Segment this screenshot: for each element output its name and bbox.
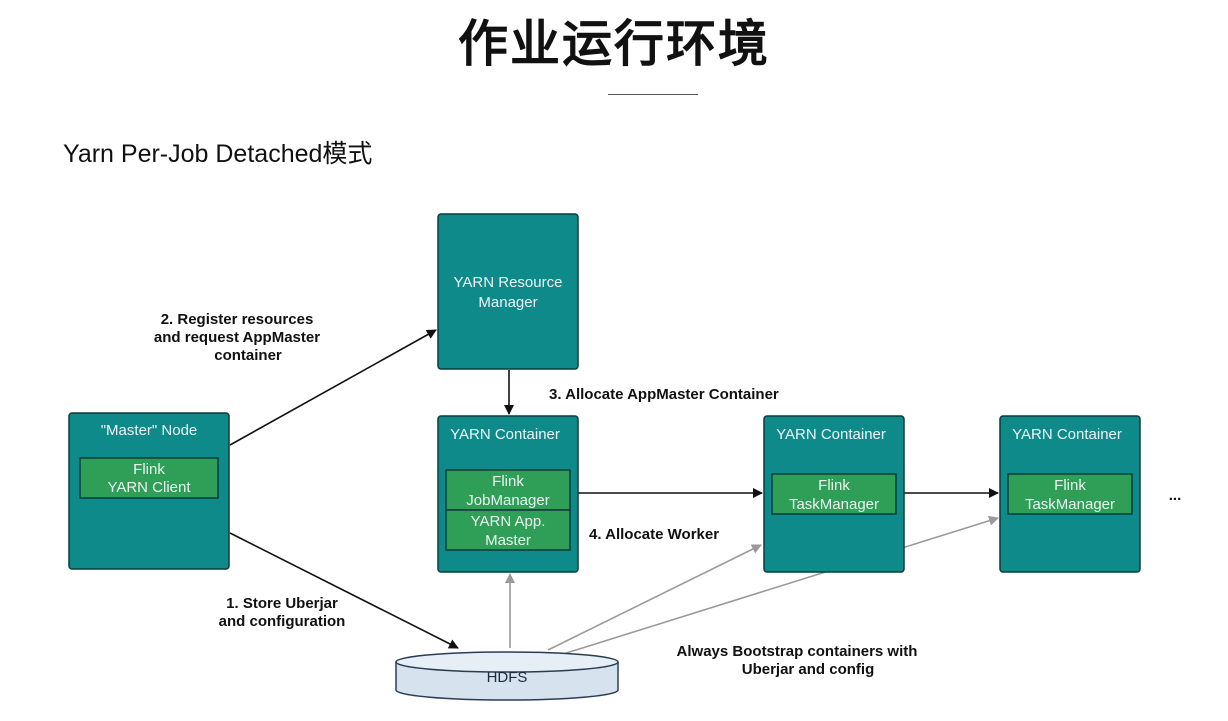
jobmanager-label-2: JobManager [466, 492, 549, 509]
bootstrap-label-1: Always Bootstrap containers with [677, 643, 918, 660]
step2-label-3: container [214, 347, 282, 364]
container-tm1-title: YARN Container [776, 426, 886, 443]
yarn-app-master-label-2: Master [485, 532, 531, 549]
jobmanager-label-1: Flink [492, 473, 524, 490]
resource-manager-label-1: YARN Resource [454, 274, 563, 291]
step3-label: 3. Allocate AppMaster Container [549, 386, 779, 403]
step2-label-1: 2. Register resources [161, 311, 314, 328]
container-tm2-title: YARN Container [1012, 426, 1122, 443]
title-divider [608, 94, 698, 95]
jobmanager-box [445, 469, 571, 511]
container-taskmanager-2: YARN Container Flink TaskManager [999, 415, 1141, 573]
taskmanager-2-box [1007, 473, 1133, 515]
taskmanager-1-label-2: TaskManager [789, 496, 879, 513]
more-containers-ellipsis: ... [1169, 487, 1182, 504]
bootstrap-arrow-tm2 [559, 515, 999, 656]
master-node-title: "Master" Node [101, 422, 198, 439]
flink-yarn-client-label-2: YARN Client [107, 479, 191, 496]
taskmanager-1-box [771, 473, 897, 515]
container-appmaster: YARN Container Flink JobManager YARN App… [437, 415, 579, 573]
step1-label-1: 1. Store Uberjar [226, 595, 338, 612]
step4-label: 4. Allocate Worker [589, 526, 719, 543]
arrow-store [229, 532, 459, 649]
flink-yarn-client-label-1: Flink [133, 461, 165, 478]
step2-label-2: and request AppMaster [154, 329, 320, 346]
master-node: "Master" Node Flink YARN Client [68, 412, 230, 570]
container-taskmanager-1: YARN Container Flink TaskManager [763, 415, 905, 573]
flow-arrows [229, 329, 999, 649]
yarn-app-master-box [445, 509, 571, 551]
taskmanager-2-label-1: Flink [1054, 477, 1086, 494]
step-labels: 2. Register resources and request AppMas… [154, 311, 918, 678]
taskmanager-1-label-1: Flink [818, 477, 850, 494]
hdfs-label: HDFS [487, 669, 528, 686]
bootstrap-label-2: Uberjar and config [742, 661, 875, 678]
bootstrap-arrows [505, 515, 999, 656]
container-appmaster-title: YARN Container [450, 426, 560, 443]
resource-manager-label-2: Manager [478, 294, 537, 311]
resource-manager-node: YARN Resource Manager [437, 213, 579, 370]
step1-label-2: and configuration [219, 613, 346, 630]
yarn-app-master-label-1: YARN App. [471, 513, 546, 530]
page-subtitle: Yarn Per-Job Detached模式 [63, 140, 373, 168]
hdfs-storage: HDFS [395, 651, 619, 701]
flink-yarn-client-box [79, 457, 219, 499]
arrow-register [229, 329, 437, 446]
page-title: 作业运行环境 [458, 15, 770, 73]
taskmanager-2-label-2: TaskManager [1025, 496, 1115, 513]
bootstrap-arrow-tm1 [547, 544, 762, 651]
